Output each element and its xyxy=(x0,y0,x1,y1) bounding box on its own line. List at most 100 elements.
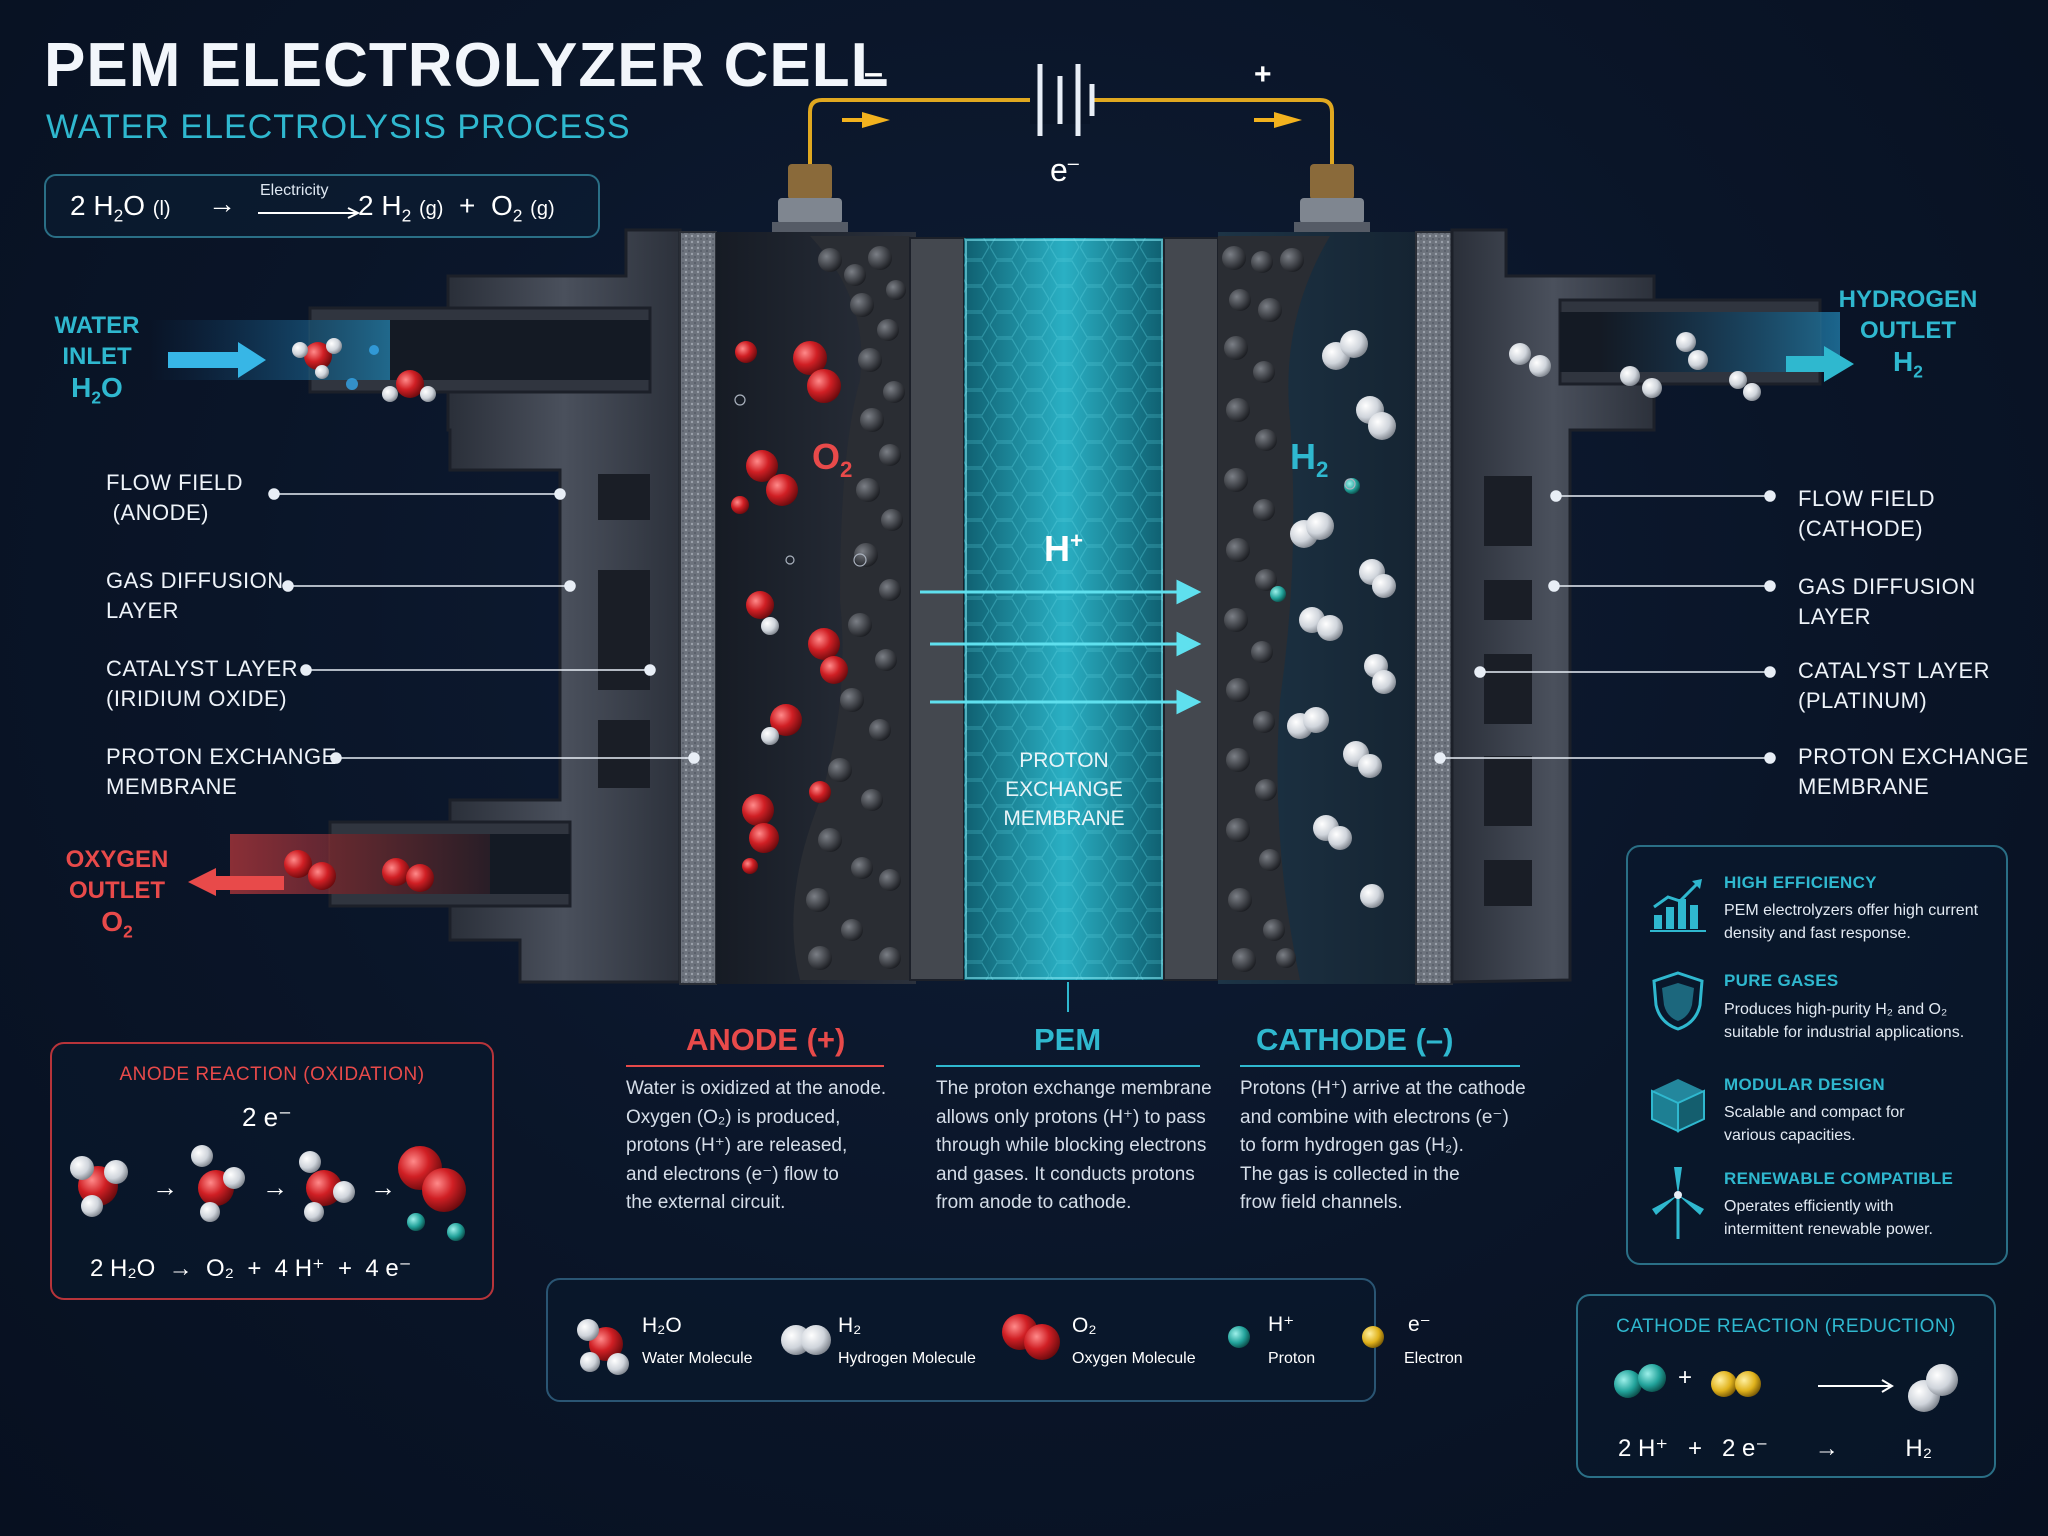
legend-water-icon xyxy=(577,1319,629,1375)
hydrogen-molecule xyxy=(1729,371,1761,401)
anode-reaction-box: ANODE REACTION (OXIDATION) 2 e⁻ → → → 2 … xyxy=(50,1042,494,1300)
hydrogen-outlet-label: HYDROGEN OUTLET H2 xyxy=(1838,286,1978,382)
label-catalyst-layer-left: CATALYST LAYER(IRIDIUM OXIDE) xyxy=(106,656,299,711)
negative-terminal-label: – xyxy=(864,54,883,92)
label-catalyst-layer-right: CATALYST LAYER(PLATINUM) xyxy=(1798,658,1991,713)
cathode-catalyst-grains xyxy=(1222,246,1304,972)
legend-water-symbol: H₂O xyxy=(642,1314,682,1337)
cathode-reaction-equation: 2 H⁺ + 2 e⁻ → H₂ xyxy=(1618,1435,1933,1462)
legend-box: H₂O Water Molecule H₂ Hydrogen Molecule … xyxy=(546,1278,1463,1402)
feature-title-efficiency: HIGH EFFICIENCY xyxy=(1724,873,1877,892)
cathode-seal xyxy=(1163,237,1219,981)
svg-text:→: → xyxy=(152,1172,178,1202)
water-molecule xyxy=(382,370,436,402)
anode-catalyst-grains xyxy=(806,246,906,970)
proton-label: H+ xyxy=(1044,528,1084,569)
legend-proton-symbol: H⁺ xyxy=(1268,1313,1295,1336)
equation-reactant: 2 H2O (l) xyxy=(70,190,171,226)
electron-flow-label: e– xyxy=(1050,152,1079,188)
page-subtitle: WATER ELECTROLYSIS PROCESS xyxy=(46,108,631,146)
legend-proton-name: Proton xyxy=(1268,1350,1316,1367)
hydrogen-molecule xyxy=(1509,343,1551,377)
current-arrow-left xyxy=(862,112,890,128)
water-inlet-arrow xyxy=(238,342,266,378)
anode-gas-diffusion-layer xyxy=(679,231,717,985)
anode-electrons-label: 2 e⁻ xyxy=(242,1102,292,1132)
cathode-gas-diffusion-layer xyxy=(1415,231,1453,985)
legend-hydrogen-symbol: H₂ xyxy=(838,1314,862,1337)
feature-title-modular: MODULAR DESIGN xyxy=(1724,1075,1885,1094)
cathode-h2-label: H2 xyxy=(1290,436,1329,483)
cathode-reaction-title: CATHODE REACTION (REDUCTION) xyxy=(1616,1316,1956,1337)
anode-reaction-title: ANODE REACTION (OXIDATION) xyxy=(119,1064,425,1085)
anode-terminal xyxy=(772,164,848,240)
anode-description: Water is oxidized at the anode.Oxygen (O… xyxy=(626,1078,887,1213)
cathode-reaction-box: CATHODE REACTION (REDUCTION) + 2 H⁺ + 2 … xyxy=(1576,1294,1996,1478)
anode-heading: ANODE (+) xyxy=(686,1022,846,1057)
cathode-catalyst-layer xyxy=(1218,236,1330,980)
pem-heading: PEM xyxy=(1034,1022,1102,1057)
legend-hydrogen-icon xyxy=(781,1325,831,1355)
equation-arrow: → xyxy=(208,188,236,219)
water-molecule xyxy=(70,1156,128,1217)
legend-electron-symbol: e⁻ xyxy=(1408,1313,1431,1336)
water-molecule xyxy=(299,1151,355,1222)
water-inlet-label: WATER INLET H2O xyxy=(54,312,140,408)
legend-electron-icon xyxy=(1362,1326,1384,1348)
cube-icon xyxy=(1651,1079,1705,1133)
legend-water-name: Water Molecule xyxy=(642,1350,753,1367)
wind-turbine-icon xyxy=(1652,1167,1704,1239)
water-molecule xyxy=(292,338,342,379)
anode-reaction-equation: 2 H₂O → O₂ + 4 H⁺ + 4 e⁻ xyxy=(90,1255,412,1282)
equation-arrow-label: Electricity xyxy=(260,182,329,199)
legend-electron-name: Electron xyxy=(1404,1350,1463,1367)
legend-oxygen-symbol: O₂ xyxy=(1072,1314,1097,1337)
page-title: PEM ELECTROLYZER CELL xyxy=(44,31,890,100)
pem-center-label: PROTON EXCHANGE MEMBRANE xyxy=(1003,749,1125,830)
hydrogen-molecule xyxy=(1676,332,1708,370)
svg-text:→: → xyxy=(370,1172,396,1202)
cathode-hydrogen-bubbles xyxy=(1270,330,1396,908)
anode-oxygen-bubbles xyxy=(731,341,867,874)
oxygen-molecule xyxy=(398,1146,466,1212)
label-flow-field-anode: FLOW FIELD (ANODE) xyxy=(106,470,244,525)
hydrogen-outlet-arrow xyxy=(1824,346,1854,382)
cathode-terminal xyxy=(1294,164,1370,240)
anode-o2-label: O2 xyxy=(812,436,853,483)
hydrogen-molecule xyxy=(1620,366,1662,398)
oxygen-outlet-label: OXYGEN OUTLET O2 xyxy=(65,846,169,942)
shield-icon xyxy=(1652,971,1704,1031)
feature-title-renewable: RENEWABLE COMPATIBLE xyxy=(1724,1169,1954,1188)
cathode-heading: CATHODE (–) xyxy=(1256,1022,1454,1057)
oxygen-outlet-arrow xyxy=(188,868,216,896)
proton-flow-arrows xyxy=(920,579,1202,715)
flow-channel xyxy=(1484,476,1532,546)
equation-long-arrow xyxy=(258,207,361,219)
legend-oxygen-name: Oxygen Molecule xyxy=(1072,1350,1196,1367)
legend-hydrogen-name: Hydrogen Molecule xyxy=(838,1350,976,1367)
proton xyxy=(407,1213,425,1231)
right-leader-lines xyxy=(1434,490,1776,764)
left-leader-lines xyxy=(268,488,700,764)
current-arrow-right xyxy=(1274,112,1302,128)
legend-oxygen-icon xyxy=(1002,1314,1060,1360)
cathode-reaction-plus: + xyxy=(1678,1364,1693,1391)
overall-equation-box: 2 H2O (l) → Electricity 2 H2 (g) + O2 (g… xyxy=(44,174,600,238)
equation-products: 2 H2 (g) + O2 (g) xyxy=(358,190,555,226)
chart-icon xyxy=(1650,879,1706,932)
label-flow-field-cathode: FLOW FIELD(CATHODE) xyxy=(1798,486,1936,541)
water-molecule xyxy=(191,1145,245,1222)
oxygen-molecule xyxy=(382,858,434,892)
oxygen-molecule xyxy=(284,850,336,890)
legend-proton-icon xyxy=(1228,1326,1250,1348)
cathode-reaction-molecules xyxy=(1614,1364,1958,1412)
anode-seal xyxy=(909,237,965,981)
